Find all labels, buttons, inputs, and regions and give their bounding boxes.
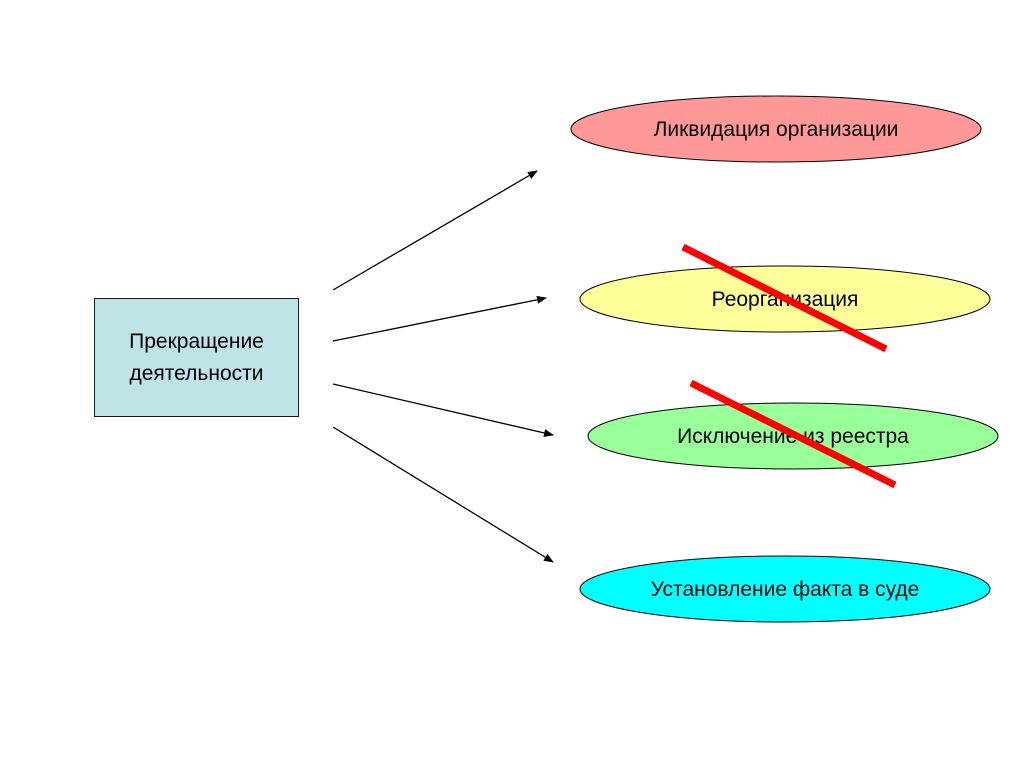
source-node-label-line1: Прекращение	[129, 329, 264, 353]
arrow-to-court-establishment	[332, 426, 554, 563]
source-node: Прекращение деятельности	[94, 298, 299, 417]
target-ellipse	[570, 95, 982, 163]
arrow-to-liquidation	[332, 170, 538, 291]
strike-mark-reorganization	[681, 243, 888, 353]
target-label: Установление факта в суде	[651, 578, 920, 601]
source-node-label-line2: деятельности	[129, 361, 264, 385]
target-ellipse	[579, 555, 991, 623]
arrow-to-reorganization	[332, 295, 547, 342]
arrow-to-registry-exclusion	[332, 383, 554, 437]
source-node-label: Прекращение деятельности	[129, 326, 264, 390]
target-node-court-establishment: Установление факта в суде	[579, 555, 991, 623]
target-label: Ликвидация организации	[654, 118, 899, 141]
target-node-liquidation: Ликвидация организации	[570, 95, 982, 163]
strike-mark-registry-exclusion	[689, 379, 897, 489]
